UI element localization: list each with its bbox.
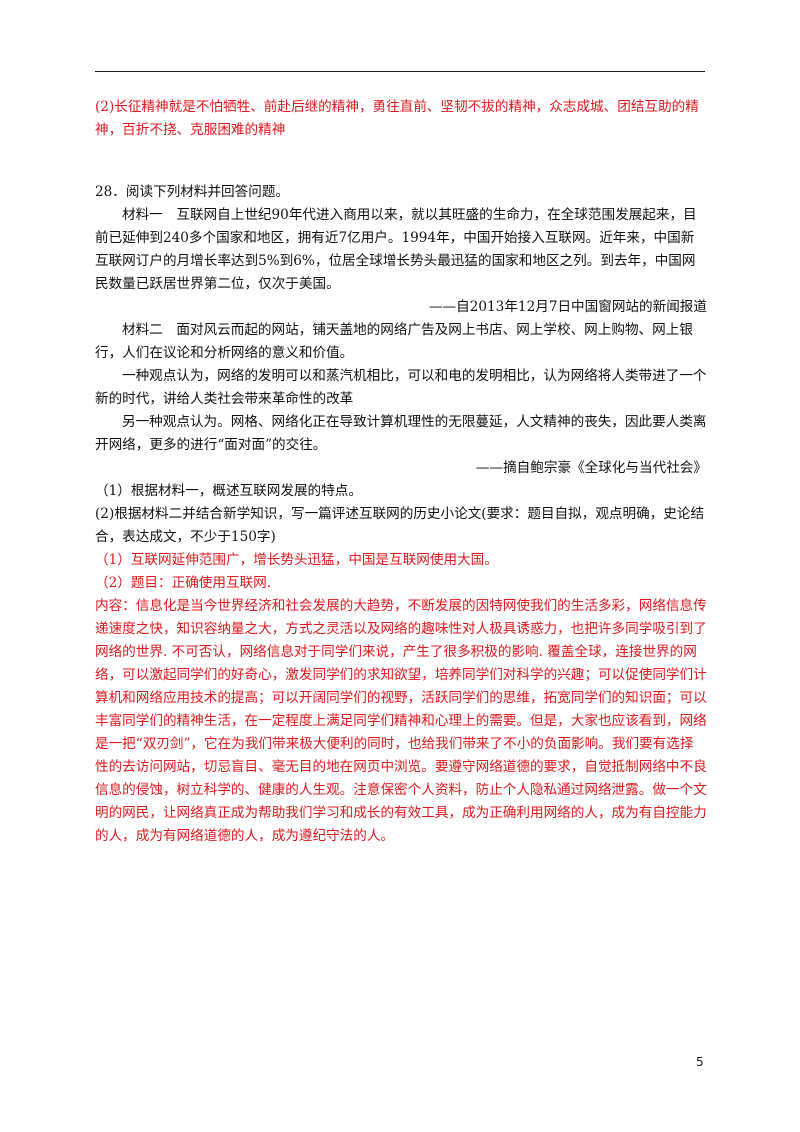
material-two: 材料二 面对风云而起的网站，铺天盖地的网络广告及网上书店、网上学校、网上购物、网… bbox=[95, 322, 693, 361]
page-number: 5 bbox=[696, 1055, 704, 1069]
material-one: 材料一 互联网自上世纪90年代进入商用以来，就以其旺盛的生命力，在全球范围发展起… bbox=[95, 207, 697, 292]
answer-2-content: 内容：信息化是当今世界经济和社会发展的大趋势，不断发展的因特网使我们的生活多彩，… bbox=[95, 598, 707, 844]
previous-answer: (2)长征精神就是不怕牺牲、前赴后继的精神，勇往直前、坚韧不拔的精神，众志成城、… bbox=[95, 99, 699, 138]
sub-question-1: （1）根据材料一，概述互联网发展的特点。 bbox=[95, 483, 362, 499]
material-one-source: ——自2013年12月7日中国窗网站的新闻报道 bbox=[428, 299, 707, 315]
header-rule bbox=[95, 71, 705, 72]
viewpoint-two: 另一种观点认为。网格、网络化正在导致计算机理性的无限蔓延，人文精神的丧失，因此要… bbox=[95, 414, 707, 453]
question-28: 28．阅读下列材料并回答问题。 材料一 互联网自上世纪90年代进入商用以来，就以… bbox=[95, 181, 707, 848]
question-stem: 28．阅读下列材料并回答问题。 bbox=[95, 184, 290, 200]
viewpoint-one: 一种观点认为，网络的发明可以和蒸汽机相比，可以和电的发明相比，认为网络将人类带进… bbox=[95, 368, 707, 407]
answer-1: （1）互联网延伸范围广，增长势头迅猛，中国是互联网使用大国。 bbox=[95, 552, 498, 568]
sub-question-2: (2)根据材料二并结合新学知识，写一篇评述互联网的历史小论文(要求：题目自拟，观… bbox=[95, 506, 705, 545]
answer-2-title: （2）题目：正确使用互联网. bbox=[95, 575, 272, 591]
material-two-source: ——摘自鲍宗豪《全球化与当代社会》 bbox=[475, 460, 707, 476]
